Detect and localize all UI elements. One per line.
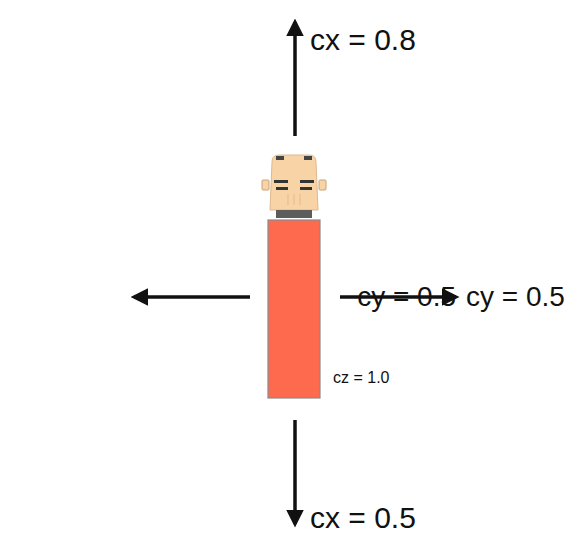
force-coefficient-label: cy = 0.5 [466,283,565,311]
force-coefficient-label: cx = 0.5 [310,503,416,533]
force-arrow [293,22,297,136]
truck-trailer [268,220,320,398]
coefficient-label: cz = 1.0 [333,370,389,386]
force-arrow [134,295,250,299]
force-coefficient-label: cy = 0.5 [357,283,456,311]
force-coefficient-label: cx = 0.8 [310,25,416,55]
truck-cab [262,155,326,218]
force-arrow [293,420,297,524]
